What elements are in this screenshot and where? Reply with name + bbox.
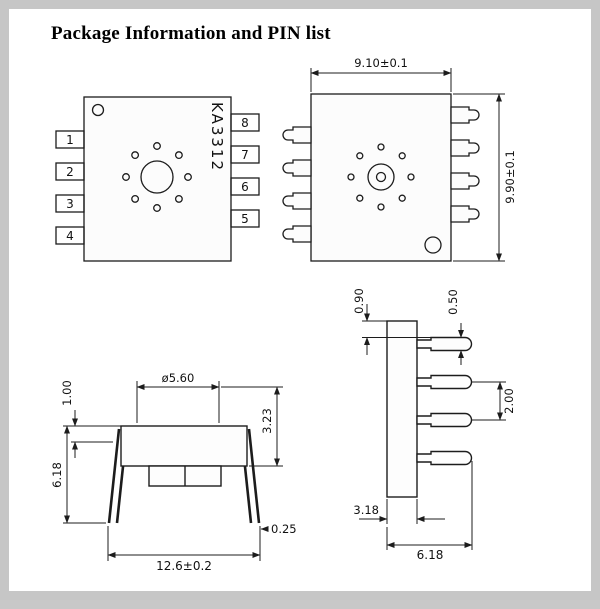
dim-lens-label: ø5.60 [162, 371, 195, 385]
side-view-dimensions [63, 381, 283, 561]
dim-pin-length-label: 6.18 [417, 548, 444, 562]
dim-standoff-label: 1.00 [60, 380, 74, 406]
pin-view-dimensions [359, 304, 506, 550]
dim-overall-width-label: 12.6±0.2 [156, 559, 212, 573]
pin-number-1: 1 [66, 133, 74, 147]
lens-aperture [140, 160, 174, 194]
dim-body-width-label: 3.18 [353, 503, 379, 517]
left-pin-pads [55, 130, 85, 245]
pin-number-7: 7 [241, 148, 249, 162]
dim-body-height-label: 3.23 [260, 408, 274, 434]
bottom-view-left-pins [282, 126, 312, 243]
right-pin-pads [230, 113, 260, 228]
dim-pitch-label: 2.00 [502, 388, 516, 414]
page-title: Package Information and PIN list [51, 23, 331, 44]
pin-pad-5 [230, 209, 260, 228]
aperture-dots [122, 142, 192, 212]
body-edge-bar [386, 320, 418, 498]
corner-marker [424, 236, 442, 254]
top-view-labels: 1 2 3 4 8 7 6 5 KA3312 [66, 102, 249, 243]
pin-pad-8 [230, 113, 260, 132]
pin-pad-3 [55, 194, 85, 213]
lens-center [375, 171, 387, 183]
dim-lead-thickness-label: 0.25 [271, 522, 297, 536]
pin-view-pins [416, 336, 473, 466]
lens-aperture-bottom [367, 163, 395, 191]
side-view-drawing [107, 425, 261, 524]
bottom-view-right-pins [450, 106, 480, 223]
pin1-index-marker-icon [91, 103, 105, 117]
pin-pad-2 [55, 162, 85, 181]
pin-pad-7 [230, 145, 260, 164]
dim-side-height-label: 6.18 [50, 462, 64, 488]
chip-part-number: KA3312 [208, 102, 226, 172]
dim-top-offset-label: 0.90 [352, 288, 366, 314]
bottom-view-dimensions [310, 68, 505, 262]
pin-number-8: 8 [241, 116, 249, 130]
pin-number-6: 6 [241, 180, 249, 194]
pin-view-drawing [386, 320, 473, 498]
package-drawing: 1 2 3 4 8 7 6 5 KA3312 [50, 56, 517, 573]
pin-number-2: 2 [66, 165, 74, 179]
dim-height-label: 9.90±0.1 [503, 150, 517, 204]
pin-pad-6 [230, 177, 260, 196]
pin-pad-1 [55, 130, 85, 149]
dim-width-label: 9.10±0.1 [354, 56, 408, 70]
bottom-view-drawing [282, 93, 480, 262]
pin-number-5: 5 [241, 212, 249, 226]
pin-pad-4 [55, 226, 85, 245]
pin-number-3: 3 [66, 197, 74, 211]
aperture-dots-bottom [347, 143, 415, 211]
package-body-side [120, 425, 248, 467]
dim-pin-thickness-label: 0.50 [446, 289, 460, 315]
pin-number-4: 4 [66, 229, 74, 243]
package-body-bottom [310, 93, 452, 262]
top-view-drawing [55, 96, 260, 262]
